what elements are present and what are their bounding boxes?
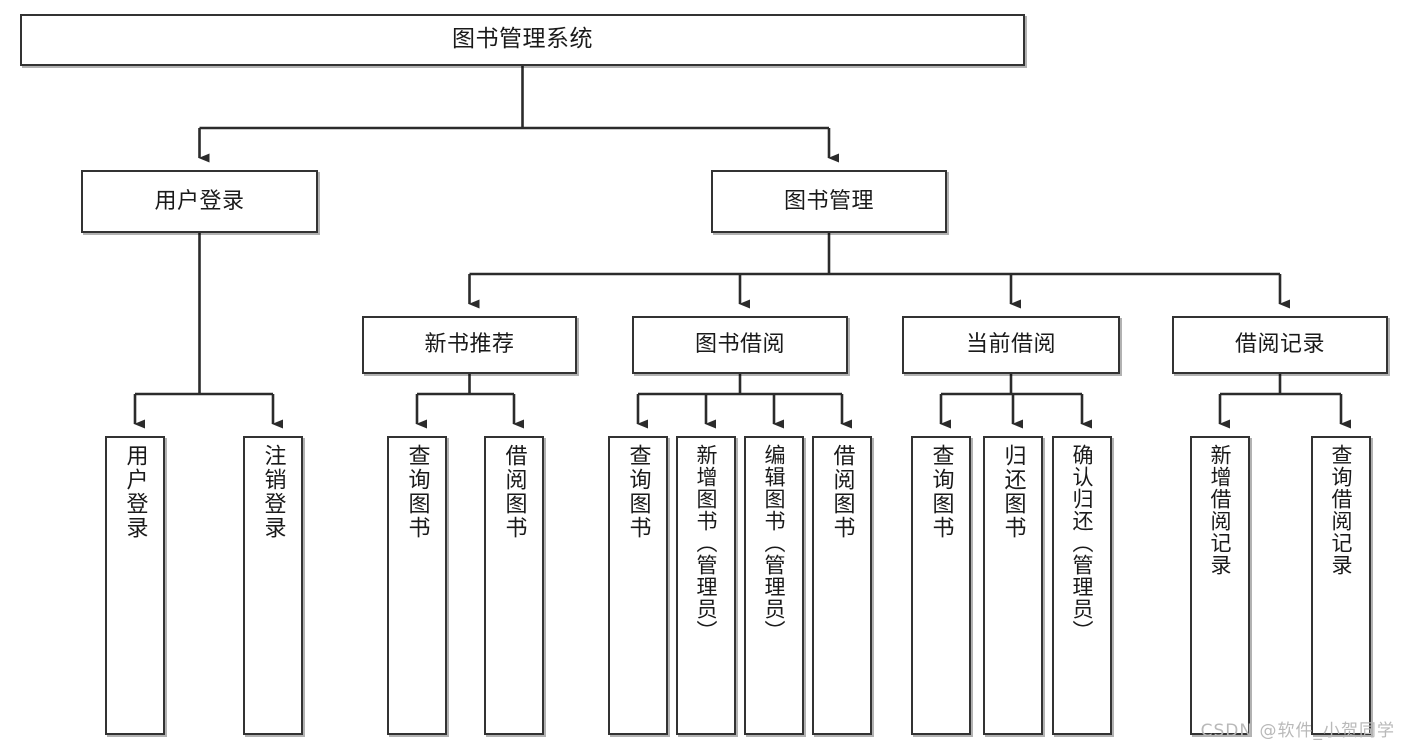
node-label-leaf-add-record: 新增借阅记录: [1208, 444, 1233, 576]
node-label-leaf-logout: 注销登录: [260, 444, 286, 540]
node-leaf-query-book-1[interactable]: 查询图书: [387, 436, 447, 735]
node-label-leaf-add-book: 新增图书（管理员）: [694, 444, 719, 642]
edge-group: [133, 66, 1351, 429]
node-label-book-manage: 图书管理: [783, 188, 874, 214]
node-label-book-borrow: 图书借阅: [694, 332, 785, 358]
node-current-borrow[interactable]: 当前借阅: [902, 316, 1120, 374]
node-user-login[interactable]: 用户登录: [81, 170, 318, 233]
node-leaf-return-book[interactable]: 归还图书: [983, 436, 1043, 735]
node-leaf-add-record[interactable]: 新增借阅记录: [1190, 436, 1250, 735]
node-label-root: 图书管理系统: [452, 26, 593, 53]
csdn-watermark: CSDN @软件_小贺同学: [1200, 721, 1395, 741]
node-label-user-login: 用户登录: [154, 188, 245, 214]
node-leaf-user-login[interactable]: 用户登录: [105, 436, 165, 735]
node-book-manage[interactable]: 图书管理: [711, 170, 947, 233]
node-leaf-query-book-3[interactable]: 查询图书: [911, 436, 971, 735]
node-leaf-borrow-book-2[interactable]: 借阅图书: [812, 436, 872, 735]
node-label-leaf-borrow-book-1: 借阅图书: [501, 444, 527, 540]
node-label-leaf-return-book: 归还图书: [1000, 444, 1026, 540]
node-leaf-logout[interactable]: 注销登录: [243, 436, 303, 735]
node-label-leaf-borrow-book-2: 借阅图书: [829, 444, 855, 540]
node-leaf-query-record[interactable]: 查询借阅记录: [1311, 436, 1371, 735]
node-label-leaf-edit-book: 编辑图书（管理员）: [762, 444, 787, 642]
node-label-leaf-query-book-3: 查询图书: [928, 444, 954, 540]
node-label-new-book-rec: 新书推荐: [424, 332, 515, 358]
node-borrow-record[interactable]: 借阅记录: [1172, 316, 1388, 374]
node-label-leaf-confirm-return: 确认归还（管理员）: [1070, 444, 1095, 642]
node-book-borrow[interactable]: 图书借阅: [632, 316, 848, 374]
node-label-leaf-query-book-2: 查询图书: [625, 444, 651, 540]
node-label-leaf-user-login: 用户登录: [122, 444, 148, 540]
node-new-book-rec[interactable]: 新书推荐: [362, 316, 577, 374]
node-leaf-borrow-book-1[interactable]: 借阅图书: [484, 436, 544, 735]
node-label-current-borrow: 当前借阅: [965, 332, 1056, 358]
node-label-leaf-query-book-1: 查询图书: [404, 444, 430, 540]
node-leaf-edit-book[interactable]: 编辑图书（管理员）: [744, 436, 804, 735]
node-label-borrow-record: 借阅记录: [1234, 332, 1325, 358]
node-label-leaf-query-record: 查询借阅记录: [1329, 444, 1354, 576]
node-leaf-query-book-2[interactable]: 查询图书: [608, 436, 668, 735]
node-leaf-confirm-return[interactable]: 确认归还（管理员）: [1052, 436, 1112, 735]
node-root[interactable]: 图书管理系统: [20, 14, 1025, 66]
node-leaf-add-book[interactable]: 新增图书（管理员）: [676, 436, 736, 735]
